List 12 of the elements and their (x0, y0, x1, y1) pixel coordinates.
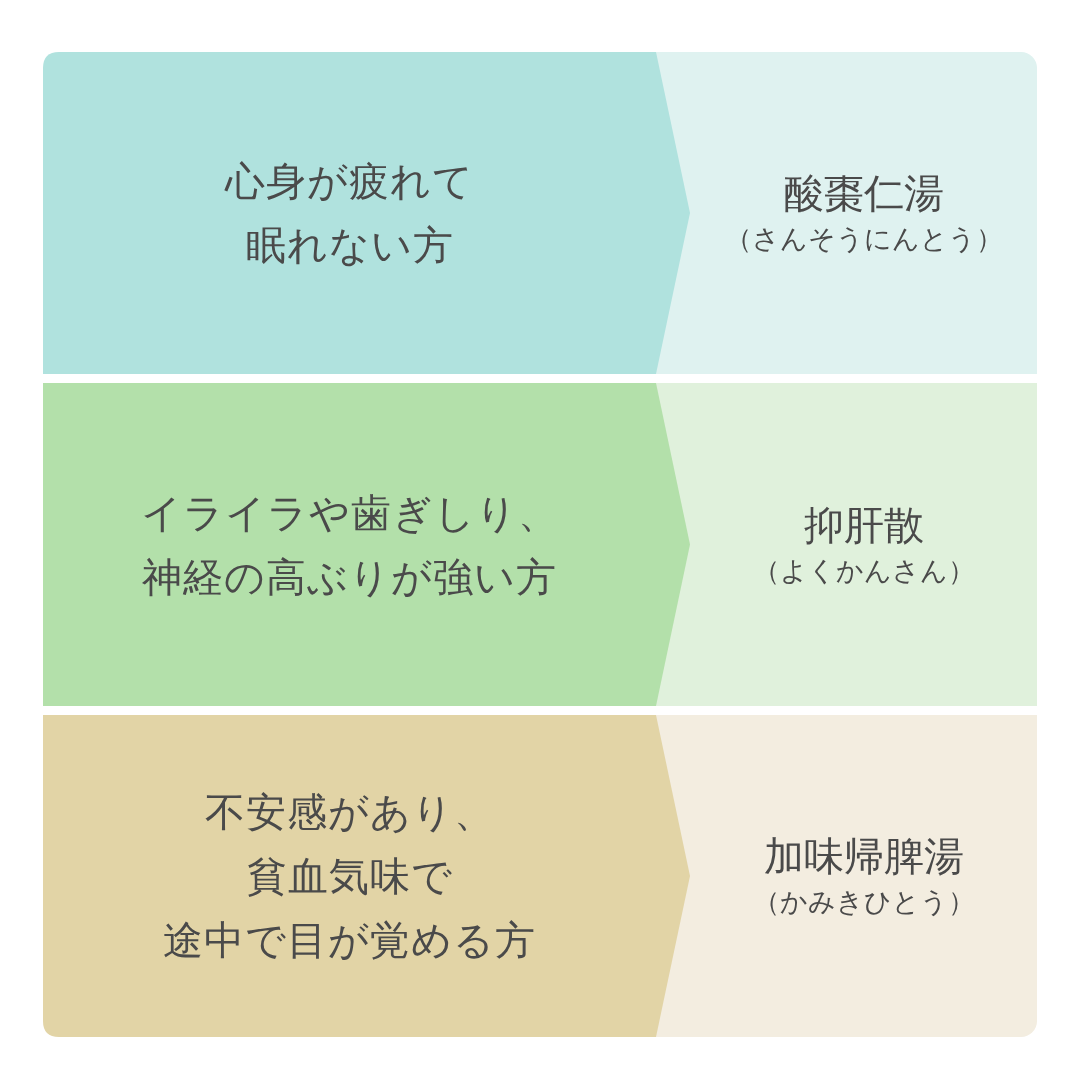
remedy-panel (656, 715, 1037, 1037)
remedy-reading: （かみきひとう） (752, 885, 975, 919)
remedy-name: 加味帰脾湯 (763, 832, 964, 881)
symptom-text: 不安感があり、貧血気味で途中で目が覚める方 (163, 788, 536, 965)
remedy-panel (656, 383, 1037, 706)
remedy-name: 抑肝散 (803, 500, 924, 550)
symptom-text: イライラや歯ぎしり、神経の高ぶりが強い方 (140, 488, 559, 602)
remedy-panel (656, 52, 1037, 374)
remedy-reading: （さんそうにんとう） (724, 222, 1003, 256)
symptom-text: 心身が疲れて眠れない方 (225, 157, 474, 270)
remedy-reading: （よくかんさん） (752, 553, 975, 588)
remedy-name: 酸棗仁湯 (783, 169, 944, 218)
